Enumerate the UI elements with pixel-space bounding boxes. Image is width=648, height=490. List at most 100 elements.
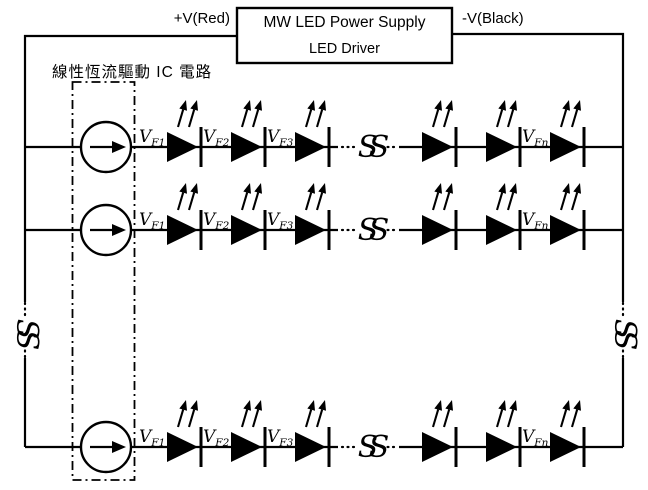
light-emission-arrow: [251, 100, 262, 128]
led: [422, 400, 458, 467]
led-anode-triangle: [167, 215, 198, 245]
forward-voltage-label: VF2: [203, 427, 230, 449]
light-emission-arrow: [315, 183, 326, 211]
light-emission-arrow: [559, 400, 570, 428]
led-anode-triangle: [295, 432, 326, 462]
power-supply-title: MW LED Power Supply: [264, 14, 426, 31]
led: [231, 100, 267, 167]
light-emission-arrow: [304, 400, 315, 428]
light-emission-arrow: [570, 400, 581, 428]
led: [167, 100, 203, 167]
light-emission-arrow: [176, 100, 187, 128]
light-emission-arrow: [495, 400, 506, 428]
light-emission-arrow: [251, 183, 262, 211]
light-emission-arrow: [442, 183, 453, 211]
forward-voltage-label: VF3: [267, 210, 294, 232]
led: [486, 400, 522, 467]
light-emission-arrow: [559, 100, 570, 128]
light-emission-arrow: [495, 183, 506, 211]
driver-block-outline: [71, 81, 136, 481]
light-emission-arrow: [187, 183, 198, 211]
negative-bus-break-icon: SS: [607, 319, 642, 350]
power-supply-box: [235, 6, 454, 65]
led: [422, 183, 458, 250]
light-emission-arrow: [442, 400, 453, 428]
led: [422, 100, 458, 167]
negative-bus-wire: [452, 32, 625, 447]
led-anode-triangle: [422, 132, 453, 162]
light-emission-arrow: [304, 183, 315, 211]
led: [295, 400, 331, 467]
light-emission-arrow: [431, 183, 442, 211]
light-emission-arrow: [570, 100, 581, 128]
led: [295, 100, 331, 167]
forward-voltage-label: VFn: [522, 210, 549, 232]
negative-terminal-label: -V(Black): [462, 10, 524, 27]
led: [295, 183, 331, 250]
led: [167, 183, 203, 250]
led-anode-triangle: [422, 215, 453, 245]
forward-voltage-label: VF1: [139, 427, 165, 449]
positive-bus-break-icon: SS: [9, 319, 44, 350]
row-break-icon: SS: [358, 213, 389, 248]
led-string-row: SS VF1 VF2 VF3 VFn: [25, 183, 623, 257]
led: [486, 100, 522, 167]
light-emission-arrow: [431, 400, 442, 428]
led-string-row: SS VF1 VF2 VF3 VFn: [25, 400, 623, 474]
led-anode-triangle: [295, 132, 326, 162]
led: [486, 183, 522, 250]
forward-voltage-label: VF3: [267, 427, 294, 449]
forward-voltage-label: VF2: [203, 210, 230, 232]
forward-voltage-label: VF1: [139, 210, 165, 232]
led-anode-triangle: [231, 432, 262, 462]
light-emission-arrow: [176, 183, 187, 211]
led-anode-triangle: [231, 132, 262, 162]
light-emission-arrow: [559, 183, 570, 211]
current-source: [79, 120, 133, 174]
led-anode-triangle: [295, 215, 326, 245]
current-direction-arrow: [90, 224, 126, 236]
forward-voltage-label: VF1: [139, 127, 165, 149]
led: [550, 100, 586, 167]
positive-terminal-label: +V(Red): [174, 10, 230, 27]
forward-voltage-label: VFn: [522, 127, 549, 149]
light-emission-arrow: [506, 400, 517, 428]
light-emission-arrow: [187, 100, 198, 128]
light-emission-arrow: [506, 183, 517, 211]
forward-voltage-label: VF3: [267, 127, 294, 149]
light-emission-arrow: [304, 100, 315, 128]
led-anode-triangle: [167, 432, 198, 462]
led-anode-triangle: [550, 132, 581, 162]
led: [231, 400, 267, 467]
led-anode-triangle: [550, 432, 581, 462]
light-emission-arrow: [251, 400, 262, 428]
light-emission-arrow: [570, 183, 581, 211]
led-anode-triangle: [167, 132, 198, 162]
driver-block-label: 線性恆流驅動 IC 電路: [52, 63, 212, 81]
light-emission-arrow: [240, 400, 251, 428]
light-emission-arrow: [240, 100, 251, 128]
led: [550, 400, 586, 467]
led-anode-triangle: [486, 432, 517, 462]
led: [167, 400, 203, 467]
forward-voltage-label: VF2: [203, 127, 230, 149]
current-source: [79, 203, 133, 257]
light-emission-arrow: [315, 100, 326, 128]
led-anode-triangle: [231, 215, 262, 245]
light-emission-arrow: [495, 100, 506, 128]
led-anode-triangle: [486, 132, 517, 162]
row-break-icon: SS: [358, 130, 389, 165]
led-anode-triangle: [550, 215, 581, 245]
light-emission-arrow: [442, 100, 453, 128]
light-emission-arrow: [506, 100, 517, 128]
led: [231, 183, 267, 250]
light-emission-arrow: [240, 183, 251, 211]
light-emission-arrow: [176, 400, 187, 428]
led-anode-triangle: [486, 215, 517, 245]
row-break-icon: SS: [358, 430, 389, 465]
current-source: [79, 420, 133, 474]
forward-voltage-label: VFn: [522, 427, 549, 449]
